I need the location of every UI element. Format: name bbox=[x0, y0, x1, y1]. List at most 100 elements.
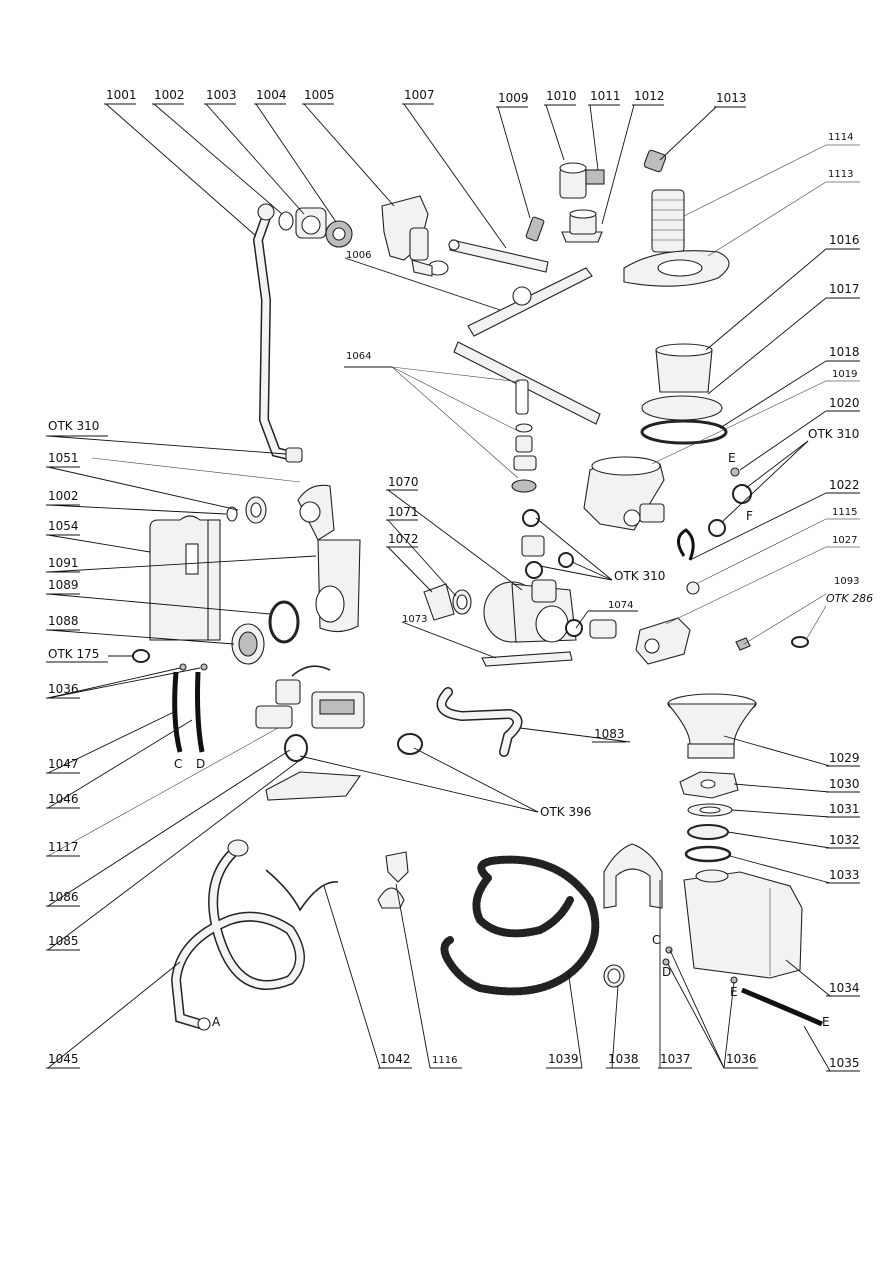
label-1088: 1088 bbox=[48, 614, 79, 628]
pump-housing-1091 bbox=[297, 484, 361, 633]
label-1022: 1022 bbox=[829, 478, 860, 492]
circulation-pump-1070 bbox=[483, 579, 577, 643]
letter-c-right: C bbox=[652, 933, 660, 947]
elbow-1072 bbox=[423, 583, 455, 621]
sump-1019 bbox=[583, 456, 665, 531]
fitting-1116 bbox=[377, 851, 409, 909]
label-1047: 1047 bbox=[48, 757, 79, 771]
connection-letters: E F C D A C D E E bbox=[174, 451, 830, 1029]
plate-1030 bbox=[679, 771, 739, 799]
connector-stack-middle bbox=[521, 509, 574, 579]
label-1035: 1035 bbox=[829, 1056, 860, 1070]
label-1030: 1030 bbox=[829, 777, 860, 791]
label-otk396: ОTK 396 bbox=[540, 805, 591, 819]
label-otk310-right: ОTK 310 bbox=[808, 427, 859, 441]
label-1027: 1027 bbox=[832, 535, 857, 546]
label-otk286: ОTK 286 bbox=[826, 592, 873, 605]
label-1005: 1005 bbox=[304, 88, 335, 102]
housing-1003 bbox=[295, 207, 327, 239]
hose-1039 bbox=[440, 855, 600, 996]
letter-d-right: D bbox=[662, 965, 671, 979]
letter-d-left: D bbox=[196, 757, 205, 771]
ring-1038 bbox=[603, 964, 625, 988]
spray-arm-1006 bbox=[467, 267, 593, 337]
label-1018: 1018 bbox=[829, 345, 860, 359]
spray-arm-1064 bbox=[453, 341, 601, 493]
label-1004: 1004 bbox=[256, 88, 287, 102]
label-1013: 1013 bbox=[716, 91, 747, 105]
clip-1036-b bbox=[200, 663, 208, 671]
label-otk175: ОTK 175 bbox=[48, 647, 99, 661]
label-otk310-mid: ОTK 310 bbox=[614, 569, 665, 583]
clip-1036-a bbox=[179, 663, 187, 671]
gasket-1018 bbox=[640, 419, 728, 445]
clip-1009 bbox=[525, 216, 545, 242]
label-otk310-left: ОTK 310 bbox=[48, 419, 99, 433]
label-1002-left: 1002 bbox=[48, 489, 79, 503]
nut-1004 bbox=[325, 220, 353, 248]
clamp-otk310-right-b bbox=[708, 519, 726, 537]
label-1009: 1009 bbox=[498, 91, 529, 105]
label-1072: 1072 bbox=[388, 532, 419, 546]
label-1031: 1031 bbox=[829, 802, 860, 816]
bracket-1085 bbox=[265, 771, 362, 801]
label-1116: 1116 bbox=[432, 1055, 457, 1066]
label-1032: 1032 bbox=[829, 833, 860, 847]
clamp-otk396 bbox=[397, 733, 423, 755]
ring-1089 bbox=[268, 600, 300, 644]
label-1086: 1086 bbox=[48, 890, 79, 904]
tank-1054 bbox=[149, 515, 221, 641]
label-1089: 1089 bbox=[48, 578, 79, 592]
clip-1115 bbox=[686, 581, 700, 595]
letter-e-right: E bbox=[822, 1015, 830, 1029]
flat-filter-1113 bbox=[623, 250, 730, 287]
hose-1022 bbox=[677, 528, 695, 561]
clamp-otk175 bbox=[132, 649, 150, 663]
pipe-1001 bbox=[252, 203, 303, 463]
clamp-otk310-right-a bbox=[732, 484, 752, 504]
label-1091: 1091 bbox=[48, 556, 79, 570]
label-1001: 1001 bbox=[106, 88, 137, 102]
label-1070: 1070 bbox=[388, 475, 419, 489]
ring-1033 bbox=[684, 845, 732, 863]
label-1117: 1117 bbox=[48, 840, 79, 854]
label-1017: 1017 bbox=[829, 282, 860, 296]
label-1037: 1037 bbox=[660, 1052, 691, 1066]
label-1046: 1046 bbox=[48, 792, 79, 806]
label-1045: 1045 bbox=[48, 1052, 79, 1066]
label-1010: 1010 bbox=[546, 89, 577, 103]
washer-1031 bbox=[687, 803, 733, 817]
label-1064: 1064 bbox=[346, 351, 371, 362]
label-1054: 1054 bbox=[48, 519, 79, 533]
label-1038: 1038 bbox=[608, 1052, 639, 1066]
hose-1047 bbox=[172, 671, 183, 753]
label-1003: 1003 bbox=[206, 88, 237, 102]
fitting-1093 bbox=[735, 637, 751, 651]
manifold-1005 bbox=[381, 195, 449, 277]
label-1012: 1012 bbox=[634, 89, 665, 103]
inlet-valve-1117 bbox=[255, 665, 365, 729]
motor-1027 bbox=[635, 617, 691, 665]
label-1083: 1083 bbox=[594, 727, 625, 741]
cable-1042 bbox=[265, 869, 339, 912]
label-1074: 1074 bbox=[608, 600, 633, 611]
ring-1002-lower bbox=[245, 496, 267, 524]
spray-arm-1007 bbox=[448, 239, 549, 273]
label-1085: 1085 bbox=[48, 934, 79, 948]
label-1002-top: 1002 bbox=[154, 88, 185, 102]
hose-1083 bbox=[436, 687, 523, 757]
letter-e-bottom: E bbox=[730, 985, 738, 999]
cup-1012 bbox=[561, 209, 603, 243]
ring-1002-small bbox=[226, 506, 238, 522]
clip-1036-d bbox=[662, 958, 670, 966]
label-1034: 1034 bbox=[829, 981, 860, 995]
label-1020: 1020 bbox=[829, 396, 860, 410]
part-labels: 1001 1002 1003 1004 1005 1007 1009 1010 … bbox=[46, 88, 873, 1072]
label-1113: 1113 bbox=[828, 169, 853, 180]
label-1007: 1007 bbox=[404, 88, 435, 102]
bracket-1037 bbox=[603, 843, 663, 909]
disc-1088 bbox=[231, 623, 265, 665]
leader-lines bbox=[47, 103, 831, 1072]
gasket-1071 bbox=[452, 589, 472, 615]
